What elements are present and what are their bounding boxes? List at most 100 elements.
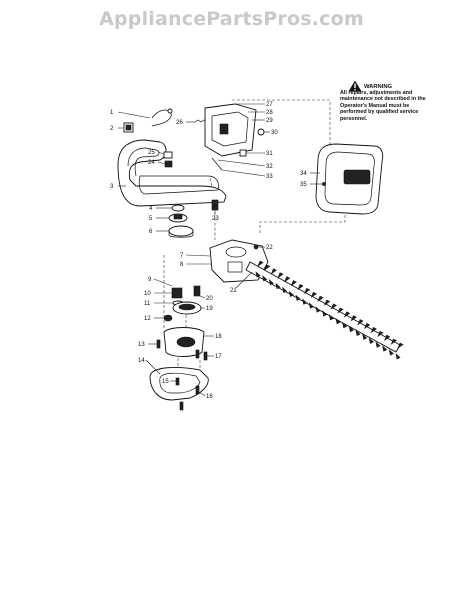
part-18-gear-cover: [163, 327, 214, 357]
blade-tooth: [255, 271, 261, 278]
label-18: 18: [215, 334, 222, 340]
part-16-screw: [179, 385, 206, 411]
label-11: 11: [144, 301, 151, 307]
part-2-switch: [118, 122, 134, 133]
label-34: 34: [300, 171, 307, 177]
label-2: 2: [110, 126, 114, 132]
label-4: 4: [149, 206, 153, 212]
blade-tooth: [364, 323, 371, 330]
label-26: 26: [176, 120, 183, 126]
label-29: 29: [266, 118, 273, 124]
blade-tooth: [315, 306, 321, 313]
label-30: 30: [271, 130, 278, 136]
blade-tooth: [370, 326, 377, 334]
blade-tooth: [302, 298, 308, 305]
label-14: 14: [138, 358, 145, 364]
part-12-nut: [154, 314, 173, 322]
label-12: 12: [144, 316, 151, 322]
label-24: 24: [148, 160, 155, 166]
site-watermark: AppliancePartsPros.com: [99, 8, 364, 30]
label-20: 20: [206, 296, 213, 302]
blade-tooth: [337, 307, 344, 314]
label-35: 35: [300, 182, 307, 188]
label-28: 28: [266, 110, 273, 116]
part-17-screws: [195, 349, 214, 361]
part-1-wire: [117, 108, 173, 127]
part-labels: 1 2 25 24 3 26 27 28 29 30 31 32 33 34 3…: [110, 102, 307, 400]
blade-tooth: [382, 345, 388, 352]
blade-tooth: [257, 260, 264, 267]
part-23-screw: [211, 199, 219, 214]
label-22: 22: [266, 245, 273, 251]
blade-tooth: [282, 286, 288, 294]
label-1: 1: [110, 110, 114, 116]
label-9: 9: [148, 277, 152, 283]
label-21: 21: [230, 288, 237, 294]
blade-tooth: [335, 318, 341, 325]
label-16: 16: [206, 394, 213, 400]
part-3-front-handle: [117, 139, 227, 207]
part-19-gear: [172, 301, 205, 315]
blade-tooth: [348, 325, 354, 333]
label-17: 17: [215, 354, 222, 360]
blade-tooth: [308, 302, 314, 309]
label-33: 33: [266, 174, 273, 180]
part-24-lockout: [157, 160, 173, 168]
part-20-pin: [193, 285, 206, 299]
label-10: 10: [144, 291, 151, 297]
blade-tooth: [290, 280, 297, 287]
blade-tooth: [295, 294, 301, 301]
blade-tooth: [275, 282, 281, 290]
part-21-blade: [235, 260, 404, 360]
blade-tooth: [397, 342, 404, 349]
part-32-screw: [217, 159, 266, 167]
part-31-clip: [239, 149, 265, 157]
blade-tooth: [277, 272, 284, 279]
warning-triangle-icon: [348, 80, 362, 92]
part-30-screw: [257, 128, 270, 136]
blade-tooth: [310, 291, 317, 299]
label-7: 7: [180, 253, 184, 259]
blade-tooth: [368, 337, 374, 344]
blade-tooth: [388, 349, 394, 356]
part-9-shaft: [153, 278, 173, 287]
label-3: 3: [110, 184, 114, 190]
blade-tooth: [350, 315, 357, 322]
part-15-screw: [170, 377, 180, 386]
blade-tooth: [328, 314, 334, 321]
blade-tooth: [297, 284, 304, 291]
blade-tooth: [377, 330, 384, 338]
blade-tooth: [330, 303, 337, 310]
part-5-clutch: [156, 213, 188, 223]
label-31: 31: [266, 151, 273, 157]
label-32: 32: [266, 164, 273, 170]
label-23: 23: [212, 216, 219, 222]
label-19: 19: [206, 306, 213, 312]
label-5: 5: [149, 216, 153, 222]
blade-tooth: [355, 329, 361, 337]
blade-tooth: [342, 321, 348, 329]
part-33-lever: [211, 157, 266, 177]
blade-tooth: [304, 287, 311, 295]
blade-tooth: [375, 341, 381, 348]
part-35-screw: [310, 182, 326, 186]
part-22-screw: [253, 244, 265, 250]
label-27: 27: [266, 102, 273, 108]
blade-tooth: [362, 333, 368, 340]
label-15: 15: [162, 379, 169, 385]
label-6: 6: [149, 229, 153, 235]
part-13-screw: [148, 339, 161, 349]
part-6-clutch-drum: [156, 225, 194, 238]
blade-tooth: [390, 338, 397, 345]
label-13: 13: [138, 342, 145, 348]
part-25-trigger: [157, 151, 173, 159]
blade-tooth: [262, 275, 268, 282]
blade-tooth: [270, 268, 277, 275]
label-25: 25: [148, 150, 155, 156]
blade-tooth: [395, 353, 401, 360]
part-4-washer: [156, 204, 185, 212]
label-8: 8: [180, 262, 184, 268]
warning-title: WARNING: [364, 84, 393, 90]
blade-tooth: [284, 276, 291, 283]
